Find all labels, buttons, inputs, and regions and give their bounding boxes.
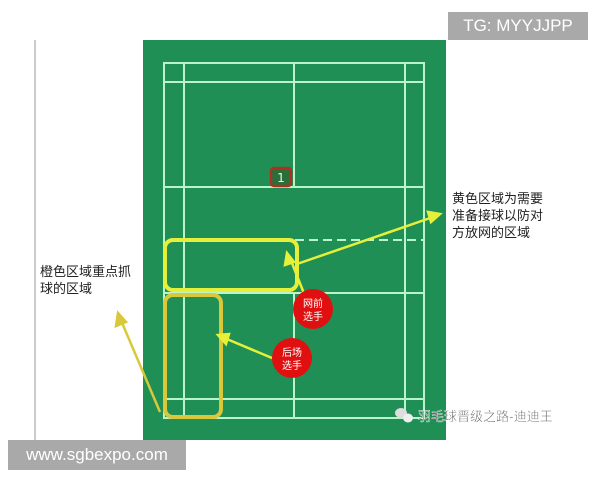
court-marker-label: 1 [277,171,285,185]
yellow-zone [163,238,299,292]
wechat-icon [395,408,413,423]
arrow-to-right-note [296,214,437,266]
arrow-head-icon [426,210,443,225]
front-player [293,289,333,329]
back-player [272,338,312,378]
back-player-label: 后场 [282,346,302,359]
arrow-back-player [221,335,273,360]
right-annotation: 黄色区域为需要 准备接球以防对 方放网的区域 [452,191,543,241]
arrows [114,210,443,413]
credit-text: 羽毛球晋级之路-迪迪王 [418,409,553,425]
arrow-to-left-note [118,317,162,413]
arrow-front-player [288,257,307,297]
watermark-bottom-left: www.sgbexpo.com [8,440,186,470]
arrow-head-icon [114,310,129,328]
front-player-label: 网前 [303,297,323,310]
left-annotation: 橙色区域重点抓 球的区域 [40,264,131,297]
back-player-label: 选手 [282,359,302,372]
front-player-label: 选手 [303,310,323,323]
orange-zone [163,293,223,419]
watermark-top-right: TG: MYYJJPP [448,12,588,40]
court-marker [269,166,293,188]
annotation-text: 准备接球以防对 [452,208,543,224]
annotation-text: 方放网的区域 [452,225,530,241]
arrow-head-icon [283,249,297,267]
annotation-text: 黄色区域为需要 [452,191,543,207]
annotation-text: 球的区域 [40,281,92,297]
arrow-head-icon [215,332,231,347]
annotation-text: 橙色区域重点抓 [40,264,131,280]
